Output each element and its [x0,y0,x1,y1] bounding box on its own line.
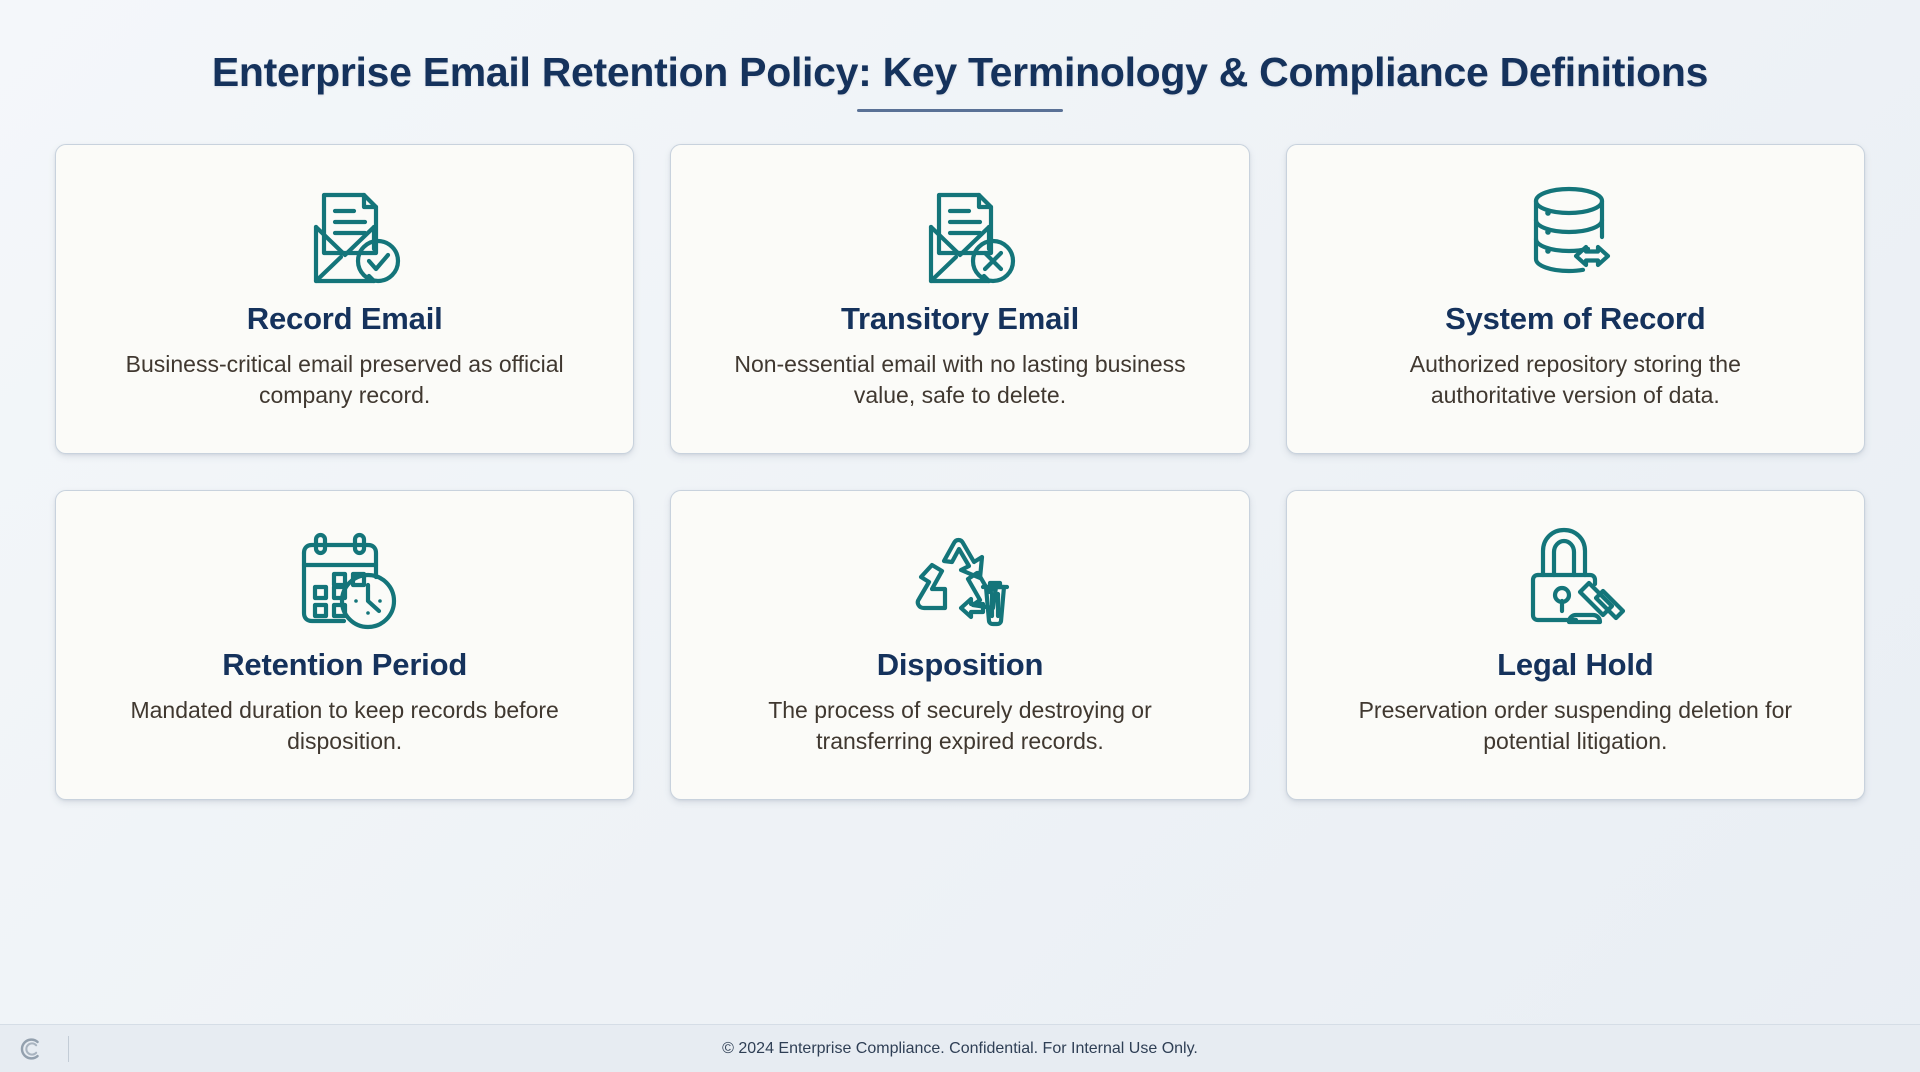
card-title: Retention Period [222,647,468,683]
card-description: Authorized repository storing the author… [1409,350,1741,409]
recycle-trash-icon [901,517,1019,639]
c-monogram-logo [20,1037,39,1060]
padlock-gavel-icon [1516,517,1634,639]
card-title: Disposition [876,647,1044,683]
definition-card-grid: Record Email Business-critical email pre… [55,144,1865,801]
card-description: Non-essential email with no lasting busi… [734,350,1186,409]
card-description: Business-critical email preserved as off… [125,350,564,409]
card-description: Mandated duration to keep records before… [130,696,559,755]
definition-card[interactable]: Disposition The process of securely dest… [670,490,1250,801]
page-header: Enterprise Email Retention Policy: Key T… [0,0,1920,113]
page-title: Enterprise Email Retention Policy: Key T… [211,49,1709,95]
card-title: Record Email [246,301,443,337]
card-description: The process of securely destroying or tr… [768,696,1152,755]
calendar-clock-icon [286,517,404,639]
definition-card[interactable]: Transitory Email Non-essential email wit… [670,144,1250,455]
card-title: System of Record [1445,301,1706,337]
card-description: Preservation order suspending deletion f… [1358,696,1793,755]
card-title: Transitory Email [840,301,1079,337]
title-underline-accent [857,109,1063,113]
card-title: Legal Hold [1497,647,1654,683]
footer-copyright: © 2024 Enterprise Compliance. Confidenti… [722,1039,1198,1057]
database-exchange-icon [1516,171,1634,293]
envelope-document-x-icon [901,171,1019,293]
page-footer: © 2024 Enterprise Compliance. Confidenti… [0,1024,1920,1072]
definition-card[interactable]: Record Email Business-critical email pre… [55,144,635,455]
footer-brand [0,1025,69,1072]
definition-card[interactable]: Legal Hold Preservation order suspending… [1285,490,1865,801]
envelope-document-check-icon [286,171,404,293]
definition-card[interactable]: Retention Period Mandated duration to ke… [55,490,635,801]
footer-divider [68,1035,69,1062]
definition-card[interactable]: System of Record Authorized repository s… [1285,144,1865,455]
